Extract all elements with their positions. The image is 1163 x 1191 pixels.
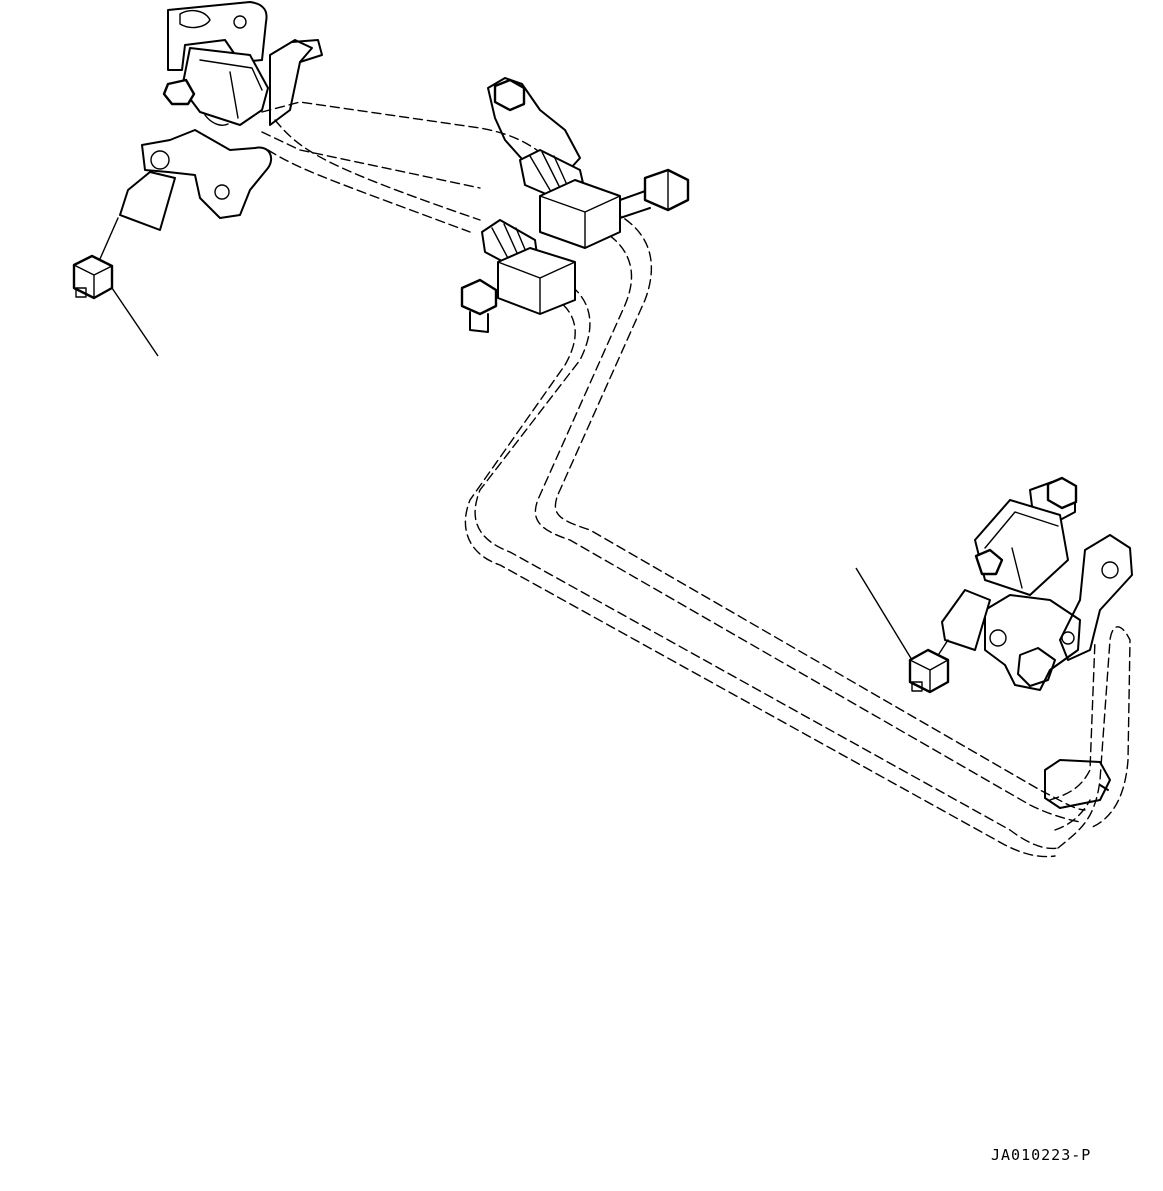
hydraulic-tube-outer — [261, 101, 1086, 823]
center-clamp-block-lower — [497, 247, 576, 315]
right-leader-line — [855, 567, 913, 661]
right-connector-sleeve — [941, 589, 991, 651]
left-valve-body — [181, 47, 269, 126]
left-leader-line — [111, 287, 159, 357]
left-connector-sleeve — [119, 171, 176, 231]
right-lower-bracket — [984, 594, 1081, 691]
left-side-plate — [269, 39, 313, 126]
center-clamp-block-upper — [539, 179, 621, 249]
center-upper-bracket — [487, 77, 581, 181]
right-valve-assembly — [908, 476, 1133, 809]
center-bolt — [460, 278, 498, 316]
right-side-plate — [1059, 534, 1133, 661]
left-valve-assembly — [72, 1, 323, 300]
hydraulic-tube-inner — [267, 119, 1131, 858]
left-lower-bracket — [141, 129, 273, 219]
center-clamp-assembly — [460, 77, 690, 333]
right-nut — [908, 648, 950, 694]
left-nut — [72, 254, 114, 300]
left-top-bracket — [167, 1, 268, 71]
right-tube-clamp — [1044, 759, 1111, 809]
drawing-code: JA010223-P — [991, 1146, 1092, 1164]
